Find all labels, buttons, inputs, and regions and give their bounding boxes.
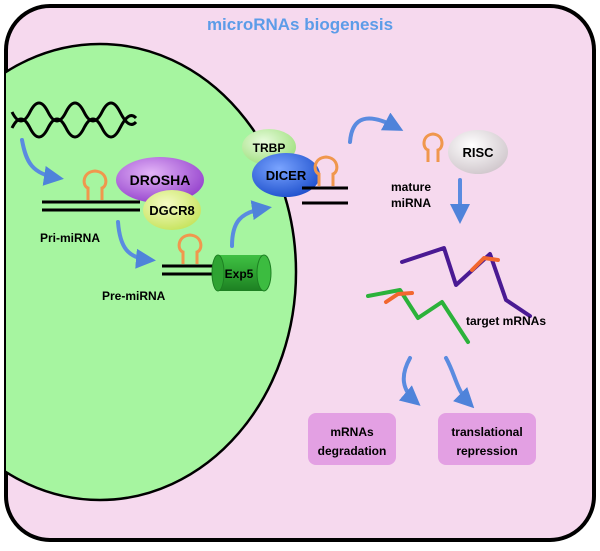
dicer-protein [252, 153, 320, 197]
repression-box [438, 413, 536, 465]
degradation-label-line2: degradation [318, 444, 387, 458]
repression-label-line1: translational [451, 425, 522, 439]
diagram-title: microRNAs biogenesis [207, 15, 393, 34]
risc-label: RISC [462, 145, 494, 160]
arrow-to-degradation [398, 356, 421, 406]
dicer-label: DICER [266, 168, 307, 183]
risc-complex [448, 130, 508, 174]
dna-helix [10, 101, 138, 139]
arrow-export [230, 200, 272, 248]
pre-mirna-hairpin [177, 233, 203, 264]
pre-mirna-label: Pre-miRNA [102, 289, 166, 303]
dicer-hairpin [313, 155, 339, 186]
mirna-orange-1 [470, 256, 500, 272]
arrow-dicer-to-risc [348, 112, 404, 144]
trbp-label: TRBP [253, 141, 286, 155]
process-arrows [20, 112, 475, 409]
arrow-drosha-processing [116, 220, 156, 269]
arrow-to-repression [444, 356, 475, 409]
repression-label-line2: repression [456, 444, 517, 458]
pre-mirna-structure [162, 233, 218, 276]
dgcr8-label: DGCR8 [149, 203, 195, 218]
drosha-label: DROSHA [130, 172, 191, 188]
nucleus [6, 42, 298, 502]
target-mrnas [366, 246, 532, 344]
pri-mirna-hairpin [82, 169, 108, 200]
exp5-channel [211, 254, 272, 292]
mature-mirna-label-line2: miRNA [391, 196, 431, 210]
pri-mirna-label: Pri-miRNA [40, 231, 100, 245]
degradation-box [308, 413, 396, 465]
dicer-duplex [302, 155, 348, 205]
target-mrnas-label: target mRNAs [466, 314, 546, 328]
mirna-orange-2 [384, 291, 414, 304]
mature-mirna-hairpin [422, 132, 444, 162]
pri-mirna-structure [42, 169, 140, 212]
mrna-green [366, 288, 470, 344]
degradation-label-line1: mRNAs [330, 425, 374, 439]
exp5-label: Exp5 [225, 267, 254, 281]
mature-mirna-label-line1: mature [391, 180, 431, 194]
arrow-transcription [20, 138, 64, 186]
dgcr8-protein [143, 190, 201, 230]
